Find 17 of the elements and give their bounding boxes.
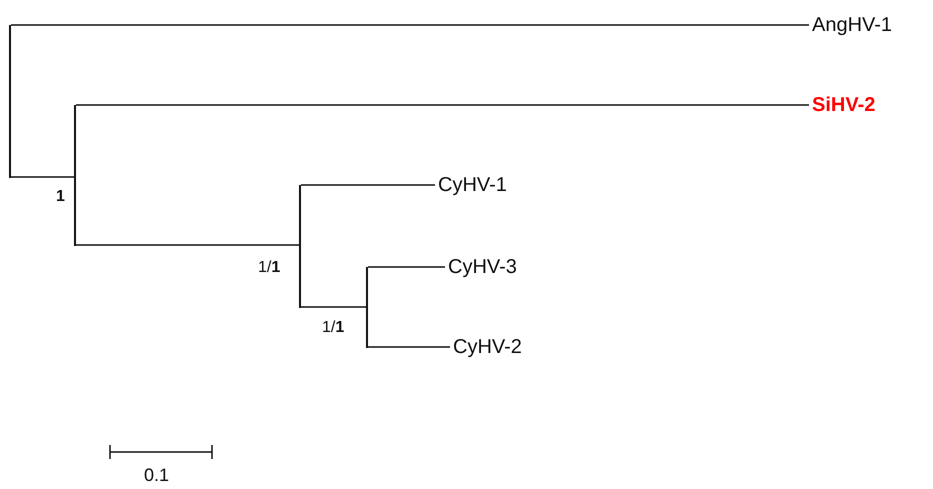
tree-branch	[368, 266, 445, 268]
support-value: 1/1	[322, 319, 344, 337]
tree-branch	[76, 244, 299, 246]
tree-branch	[76, 104, 809, 106]
tree-branch	[301, 184, 435, 186]
support-value: 1	[56, 188, 65, 206]
tree-branch	[368, 346, 450, 348]
tree-branch	[11, 24, 809, 26]
scale-label: 0.1	[144, 466, 170, 484]
taxon-label: SiHV-2	[812, 93, 876, 117]
tree-branch	[11, 176, 74, 178]
support-value: 1/1	[258, 259, 280, 277]
tree-branch	[301, 306, 366, 308]
taxon-label: AngHV-1	[812, 13, 892, 37]
taxon-label: CyHV-2	[453, 335, 522, 359]
taxon-label: CyHV-3	[448, 255, 517, 279]
taxon-label: CyHV-1	[438, 173, 507, 197]
